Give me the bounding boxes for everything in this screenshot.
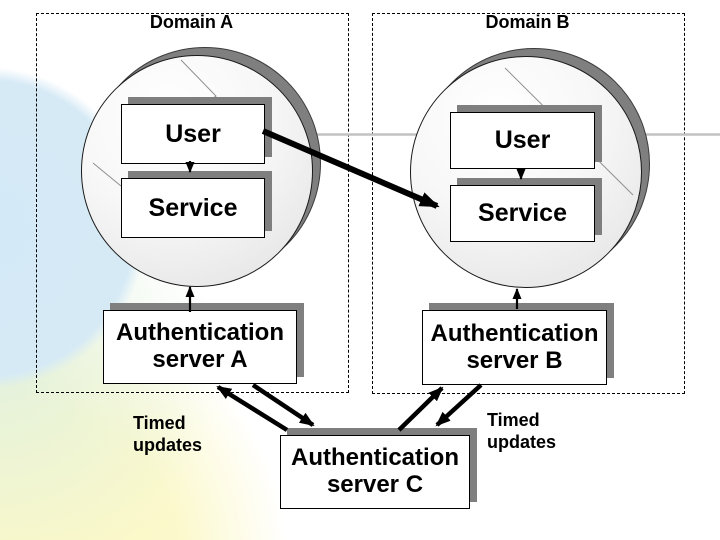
domain-a-title: Domain A bbox=[149, 12, 234, 32]
auth-server-c-label-line2: server C bbox=[326, 471, 424, 498]
auth-server-b-box: Authentication server B bbox=[422, 310, 607, 385]
arrow-auth-b-to-auth-c bbox=[435, 383, 483, 427]
domain-b-circle bbox=[410, 56, 642, 288]
arrow-auth-c-to-auth-b bbox=[397, 386, 444, 432]
timed-updates-right-line1: Timed bbox=[487, 410, 540, 430]
user-b-label: User bbox=[494, 126, 551, 154]
domain-a-boundary bbox=[36, 13, 349, 393]
domain-b-boundary bbox=[372, 13, 685, 394]
domain-a-circle bbox=[81, 55, 313, 287]
arrow-auth-a-to-auth-c bbox=[251, 383, 315, 427]
auth-server-b-label-line1: Authentication bbox=[430, 319, 599, 347]
timed-updates-left-line2: updates bbox=[133, 434, 203, 455]
auth-server-c-label-line1: Authentication bbox=[291, 444, 459, 472]
user-a-box: User bbox=[121, 104, 265, 164]
circle-a-fold-line-2 bbox=[92, 162, 122, 187]
timed-updates-left-label: Timed updates bbox=[133, 413, 202, 457]
user-a-label: User bbox=[165, 119, 221, 148]
auth-server-a-label-line2: server A bbox=[152, 346, 248, 373]
user-b-box: User bbox=[450, 112, 595, 169]
auth-server-a-box: Authentication server A bbox=[103, 310, 297, 384]
auth-server-c-box: Authentication server C bbox=[280, 435, 470, 509]
domain-b-title: Domain B bbox=[485, 12, 570, 32]
timed-updates-left-line1: Timed bbox=[133, 413, 186, 433]
auth-server-b-label-line2: server B bbox=[466, 346, 563, 374]
arrow-user-a-to-service-b bbox=[261, 128, 440, 209]
service-a-label: Service bbox=[148, 193, 238, 222]
auth-server-a-label-line1: Authentication bbox=[116, 319, 284, 347]
service-b-box: Service bbox=[450, 185, 595, 242]
service-b-label: Service bbox=[478, 199, 567, 227]
service-a-box: Service bbox=[121, 178, 265, 238]
timed-updates-right-label: Timed updates bbox=[487, 410, 556, 454]
timed-updates-right-line2: updates bbox=[487, 431, 557, 452]
arrow-auth-c-to-auth-a bbox=[216, 385, 289, 432]
